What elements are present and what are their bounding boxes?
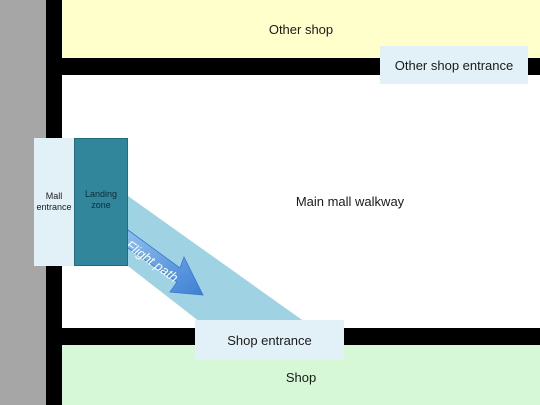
main-walkway-label: Main mall walkway [295, 193, 405, 209]
mall-entrance: Mall entrance [34, 138, 74, 266]
other-shop-label: Other shop [268, 21, 334, 37]
other-shop-entrance: Other shop entrance [380, 46, 528, 84]
shop-label: Shop [285, 370, 317, 385]
flight-path-arrow [124, 229, 204, 296]
main-walkway-area [62, 75, 540, 328]
landing-zone: Landing zone [74, 138, 128, 266]
shop-entrance: Shop entrance [195, 320, 344, 360]
